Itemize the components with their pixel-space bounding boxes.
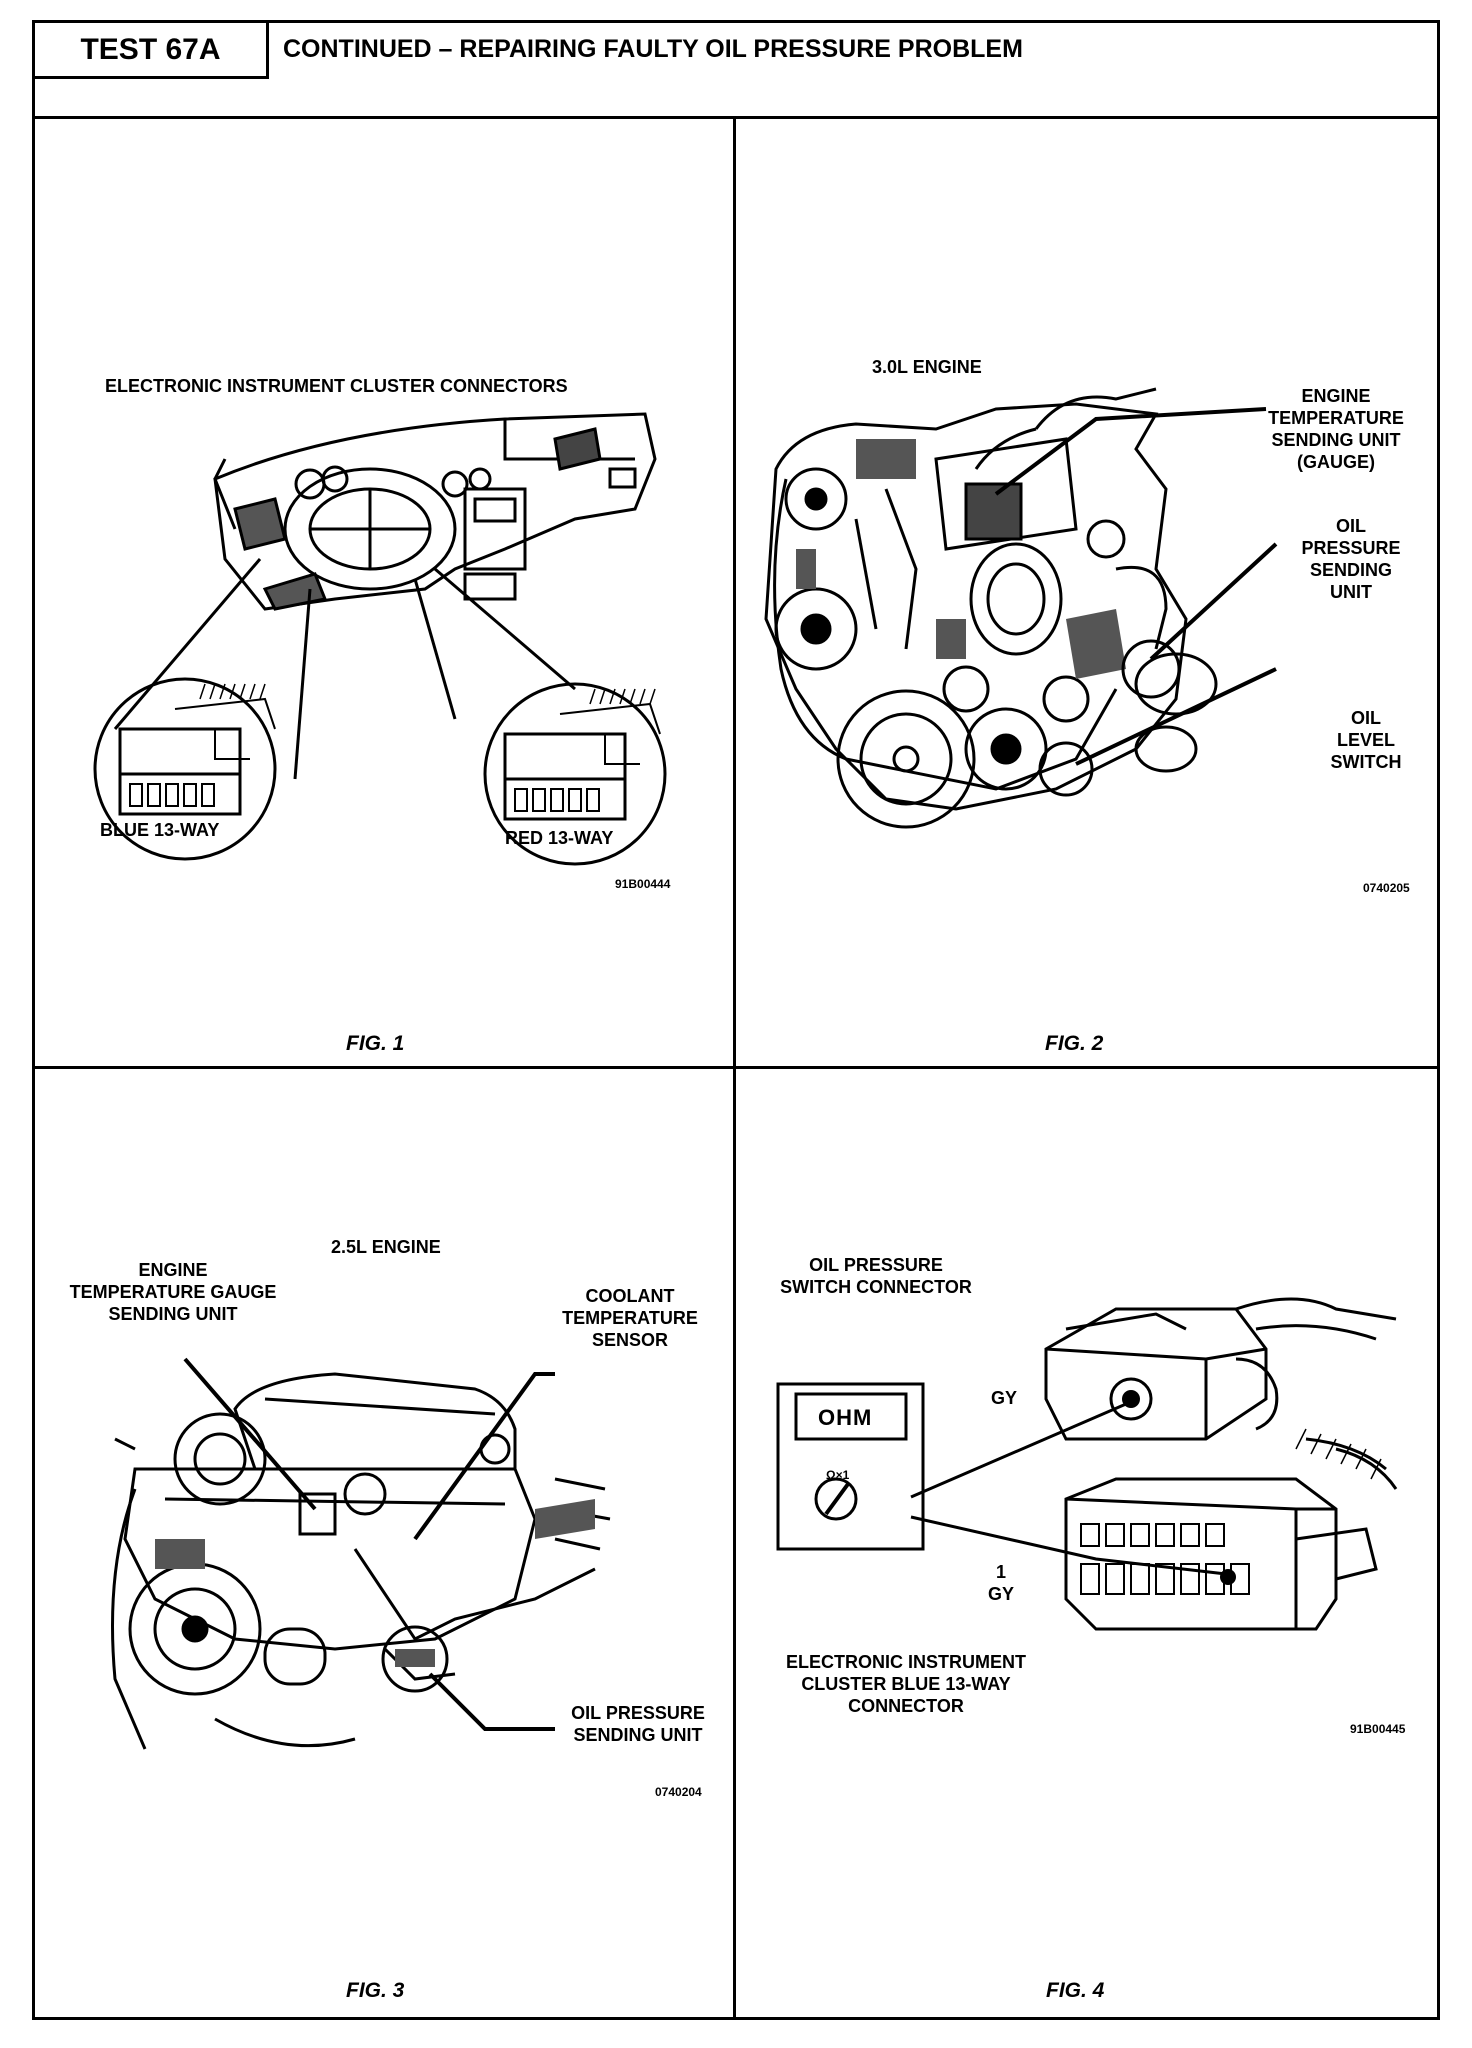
fig1-title: ELECTRONIC INSTRUMENT CLUSTER CONNECTORS bbox=[105, 376, 568, 396]
fig1-blue-connector-label: BLUE 13-WAY bbox=[100, 820, 220, 840]
fig1-figure-code: 91B00444 bbox=[615, 877, 671, 891]
header: TEST 67A CONTINUED – REPAIRING FAULTY OI… bbox=[35, 23, 1437, 119]
fig2-title: 3.0L ENGINE bbox=[872, 357, 982, 377]
fig3-caption: FIG. 3 bbox=[346, 1979, 405, 2002]
fig1-red-connector-label: RED 13-WAY bbox=[505, 828, 614, 848]
fig3-figure-code: 0740204 bbox=[655, 1785, 702, 1799]
fig2-figure-code: 0740205 bbox=[1363, 881, 1410, 895]
panel-divider-horizontal bbox=[35, 1066, 1437, 1069]
dashboard-illustration bbox=[93, 412, 667, 866]
page-frame: TEST 67A CONTINUED – REPAIRING FAULTY OI… bbox=[32, 20, 1440, 2020]
fig4-wire-gy-label: GY bbox=[991, 1388, 1018, 1408]
engine-3l-illustration bbox=[764, 387, 1278, 829]
fig4-figure-code: 91B00445 bbox=[1350, 1722, 1406, 1736]
fig2-panel: 3.0L ENGINE bbox=[736, 119, 1440, 1066]
fig4-meter-display: OHM bbox=[818, 1405, 873, 1430]
test-label: TEST 67A bbox=[35, 23, 269, 79]
fig1-panel: ELECTRONIC INSTRUMENT CLUSTER CONNECTORS bbox=[35, 119, 733, 1066]
page-title: CONTINUED – REPAIRING FAULTY OIL PRESSUR… bbox=[283, 35, 1023, 63]
fig3-title: 2.5L ENGINE bbox=[331, 1237, 441, 1257]
fig4-caption: FIG. 4 bbox=[1046, 1979, 1105, 2002]
fig4-meter-range: Ω×1 bbox=[826, 1468, 850, 1482]
fig2-caption: FIG. 2 bbox=[1045, 1032, 1104, 1055]
fig1-caption: FIG. 1 bbox=[346, 1032, 405, 1055]
engine-2-5l-illustration bbox=[111, 1357, 611, 1750]
connector-ohmmeter-illustration bbox=[776, 1297, 1398, 1631]
panel-divider-vertical bbox=[733, 119, 736, 2020]
